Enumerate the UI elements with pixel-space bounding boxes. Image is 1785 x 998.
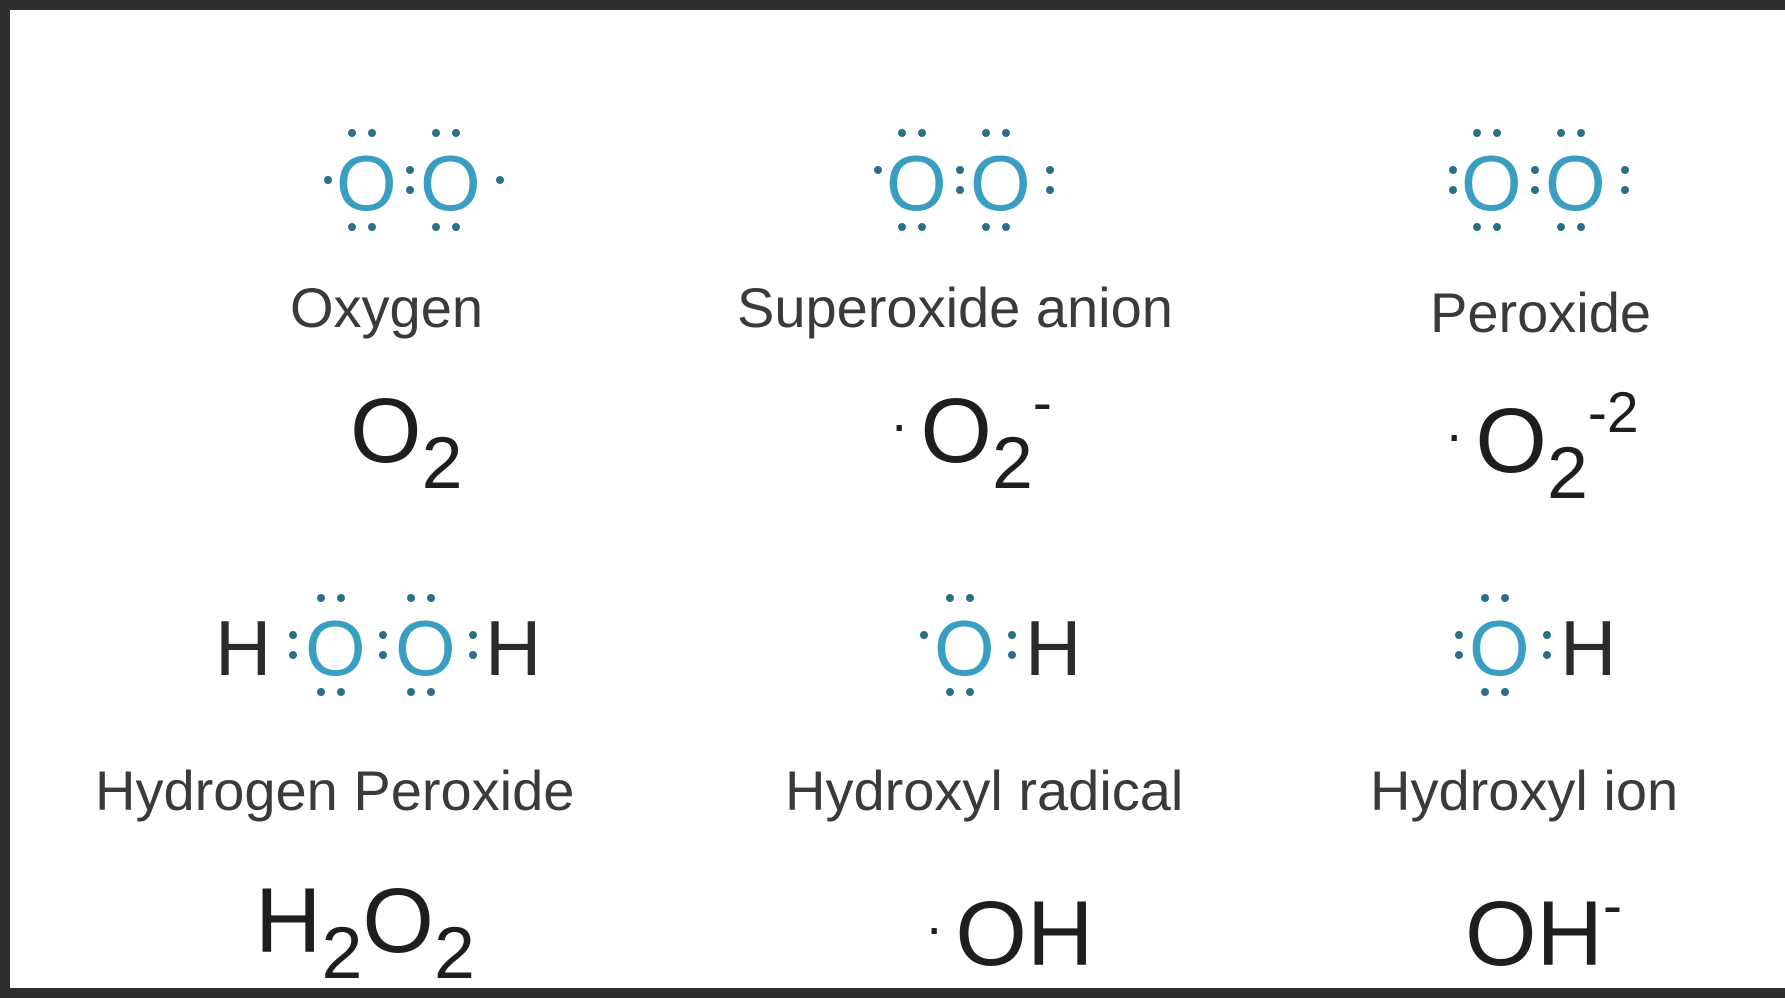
lewis-hydroxyl-ion: O H xyxy=(1455,594,1616,696)
species-name-hydroxyl-ion: Hydroxyl ion xyxy=(1370,759,1679,822)
formula-oxygen-sub: 2 xyxy=(421,420,463,504)
formula-oxygen-main: O xyxy=(350,380,422,482)
formula-peroxide-main: O xyxy=(1475,390,1547,492)
lewis-hydroxyl-radical-oxygen: O xyxy=(934,604,995,692)
formula-hydroxyl-radical: ·OH xyxy=(925,888,1093,980)
formula-hydroxyl-ion-main: OH xyxy=(1465,883,1603,985)
species-name-hydrogen-peroxide: Hydrogen Peroxide xyxy=(95,759,575,822)
lewis-superoxide: O O xyxy=(874,129,1054,231)
formula-h2o2-main: H xyxy=(255,870,322,972)
lewis-hydrogen-peroxide: H O O H xyxy=(215,594,541,696)
lewis-peroxide-atom-1: O xyxy=(1461,139,1522,227)
lewis-h2o2-hydrogen-2: H xyxy=(485,604,541,692)
formula-oxygen: O2 xyxy=(350,385,463,499)
radical-dot: · xyxy=(1445,402,1464,465)
formula-h2o2-tail-sub: 2 xyxy=(433,910,475,994)
lewis-oxygen-atom-1: O xyxy=(336,139,397,227)
formula-peroxide-sub: 2 xyxy=(1546,430,1588,514)
lewis-oxygen: O O xyxy=(324,129,504,231)
species-name-oxygen: Oxygen xyxy=(290,276,483,339)
formula-hydrogen-peroxide: H2O2 xyxy=(255,875,475,989)
lewis-superoxide-atom-1: O xyxy=(886,139,947,227)
formula-h2o2-tail: O xyxy=(362,870,434,972)
radical-dot: · xyxy=(890,392,909,455)
formula-superoxide: ·O2- xyxy=(890,375,1052,499)
lewis-h2o2-oxygen-2: O xyxy=(395,604,456,692)
lewis-hydroxyl-ion-oxygen: O xyxy=(1469,604,1530,692)
lewis-hydroxyl-ion-hydrogen: H xyxy=(1560,604,1616,692)
formula-peroxide-charge: -2 xyxy=(1587,381,1639,446)
lewis-superoxide-atom-2: O xyxy=(970,139,1031,227)
species-name-superoxide: Superoxide anion xyxy=(737,276,1173,339)
formula-peroxide: ·O2-2 xyxy=(1445,385,1639,509)
lewis-oxygen-atom-2: O xyxy=(420,139,481,227)
formula-hydroxyl-ion-charge: - xyxy=(1603,874,1622,939)
formula-superoxide-main: O xyxy=(920,380,992,482)
lewis-hydroxyl-radical: O H xyxy=(920,594,1081,696)
lewis-peroxide: O O xyxy=(1449,129,1629,231)
lewis-h2o2-oxygen-1: O xyxy=(305,604,366,692)
lewis-h2o2-hydrogen-1: H xyxy=(215,604,271,692)
formula-hydroxyl-radical-main: OH xyxy=(955,883,1094,985)
lewis-hydroxyl-radical-hydrogen: H xyxy=(1025,604,1081,692)
species-name-hydroxyl-radical: Hydroxyl radical xyxy=(785,759,1184,822)
lewis-peroxide-atom-2: O xyxy=(1545,139,1606,227)
species-name-peroxide: Peroxide xyxy=(1430,281,1652,344)
formula-hydroxyl-ion: OH- xyxy=(1465,878,1622,980)
radical-dot: · xyxy=(925,895,944,958)
formula-superoxide-sub: 2 xyxy=(991,420,1033,504)
formula-superoxide-charge: - xyxy=(1032,371,1052,436)
formula-h2o2-sub: 2 xyxy=(321,910,363,994)
